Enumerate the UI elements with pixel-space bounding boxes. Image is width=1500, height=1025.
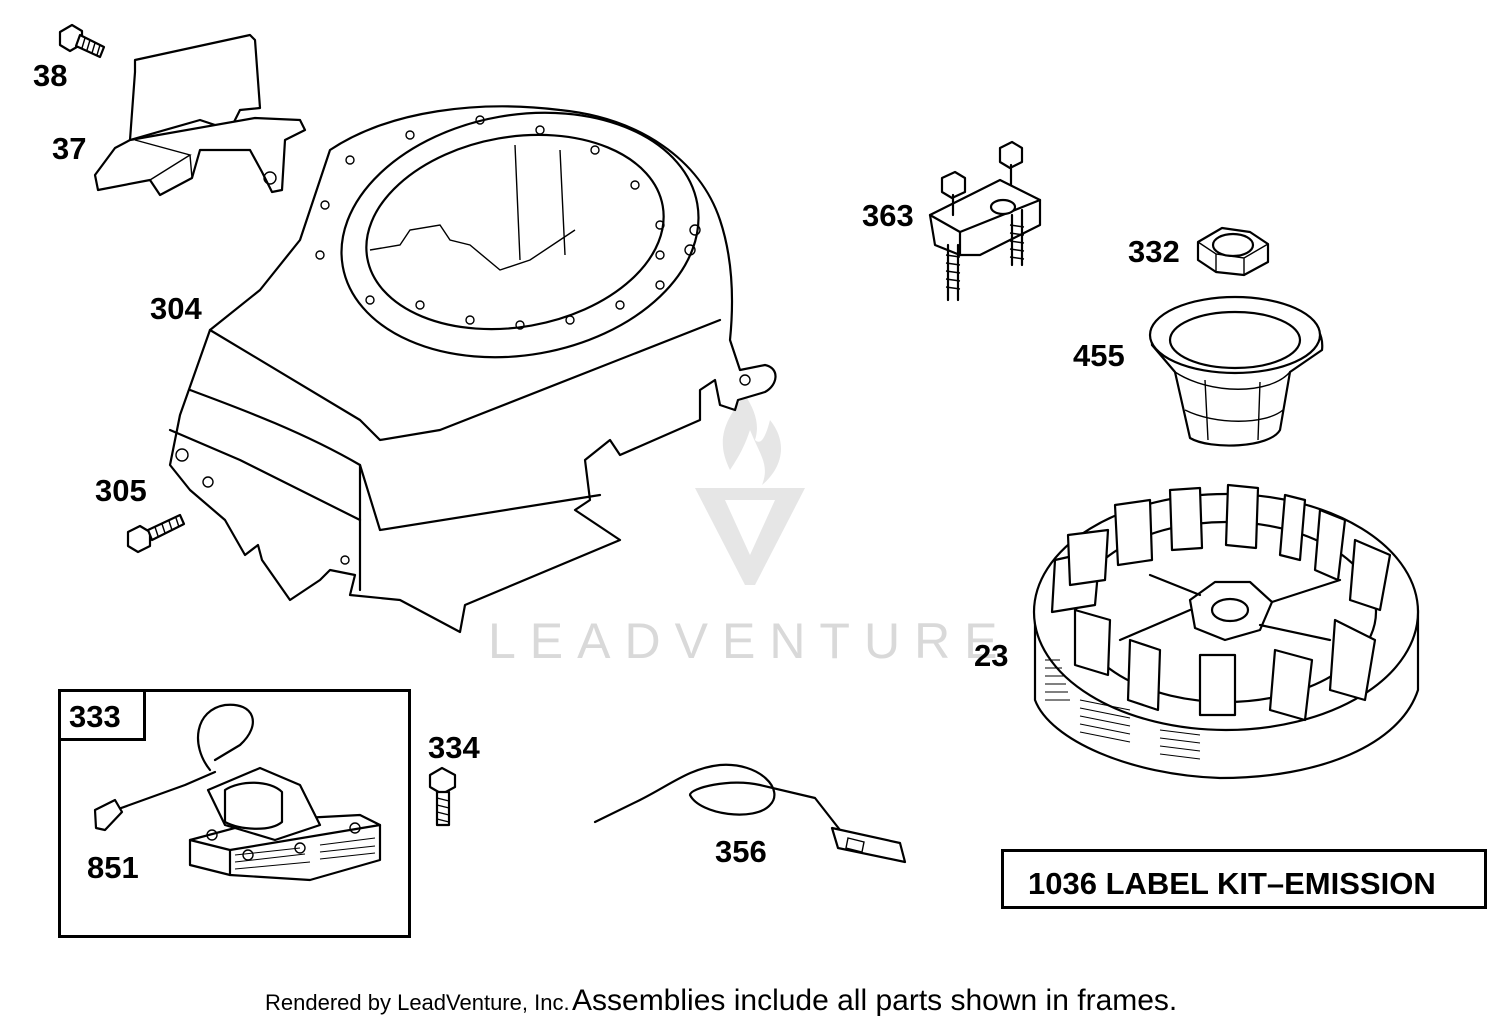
watermark-logo [695,395,805,585]
callout-455: 455 [1073,338,1125,373]
nut-332 [1196,226,1270,277]
callout-334: 334 [428,730,480,765]
callout-363: 363 [862,198,914,233]
callout-356: 356 [715,834,767,869]
footer-credit: Rendered by LeadVenture, Inc. [265,990,570,1015]
cup-455 [1148,295,1324,447]
callout-23: 23 [974,638,1009,673]
callout-38: 38 [33,58,68,93]
screw-38 [58,23,106,59]
blower-housing-304 [168,105,777,634]
label-kit-text: 1036 LABEL KIT–EMISSION [1028,866,1436,901]
wire-356 [593,763,907,864]
assembly-frame-333: 333 851 [58,689,411,938]
footer-note: Assemblies include all parts shown in fr… [572,984,1178,1017]
callout-304: 304 [150,291,202,326]
callout-37: 37 [52,131,87,166]
callout-332: 332 [1128,234,1180,269]
bracket-363 [928,140,1042,302]
flywheel-23 [1032,483,1420,780]
armature-851 [93,703,382,882]
bolt-305 [126,513,186,554]
watermark-text: LEADVENTURE [488,613,1012,669]
label-kit-box: 1036 LABEL KIT–EMISSION [1001,849,1487,909]
callout-333: 333 [69,699,121,734]
frame-tab: 333 [58,689,146,741]
callout-305: 305 [95,473,147,508]
deflector-37 [93,33,307,197]
screw-334 [428,766,457,827]
callout-851: 851 [87,850,139,885]
